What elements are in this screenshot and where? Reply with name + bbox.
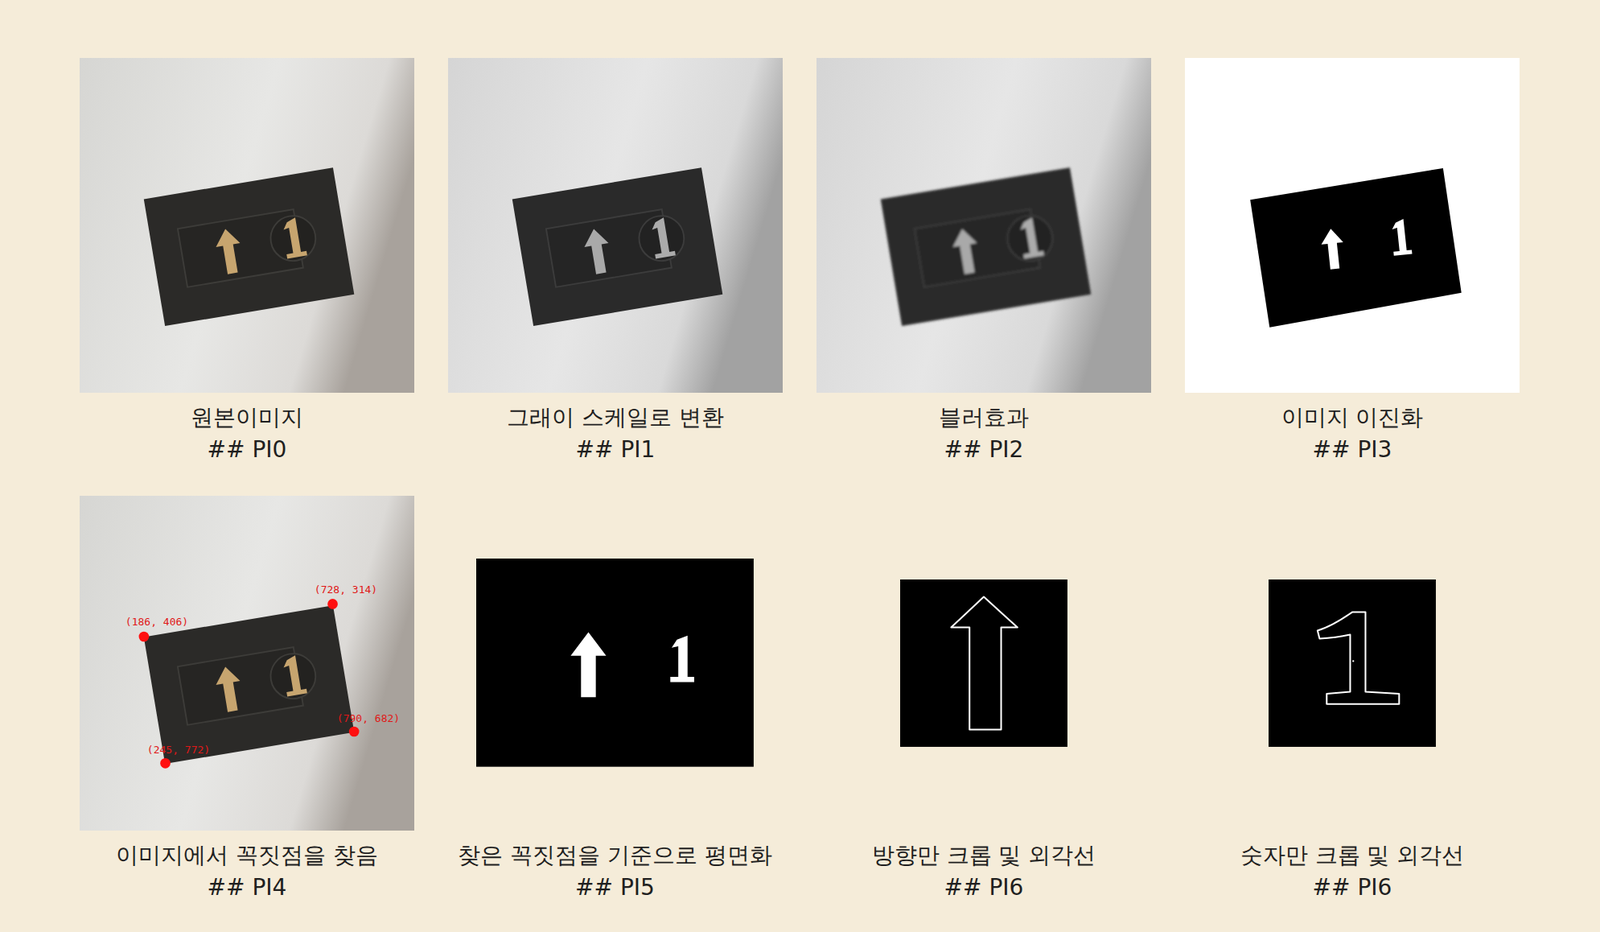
caption-code: ## PI6 bbox=[871, 871, 1097, 904]
photo-binary bbox=[1184, 57, 1520, 393]
image-panel: 블러효과## PI2 bbox=[816, 57, 1152, 393]
image-panel: 이미지 이진화## PI3 bbox=[1184, 57, 1520, 393]
caption-title: 숫자만 크롭 및 외각선 bbox=[1240, 839, 1465, 872]
caption-code: ## PI1 bbox=[506, 433, 724, 466]
image-panel: 원본이미지## PI0 bbox=[79, 57, 415, 393]
image-panel: 찾은 꼭짓점을 기준으로 평면화## PI5 bbox=[476, 558, 754, 767]
caption-code: ## PI3 bbox=[1281, 433, 1424, 466]
caption: 방향만 크롭 및 외각선## PI6 bbox=[871, 839, 1097, 904]
caption-title: 그래이 스케일로 변환 bbox=[506, 401, 724, 434]
caption-title: 이미지에서 꼭짓점을 찾음 bbox=[115, 839, 379, 872]
photo-blurred bbox=[816, 57, 1152, 393]
arrow-contour bbox=[900, 579, 1068, 747]
photo-grayscale bbox=[448, 57, 783, 393]
caption-code: ## PI5 bbox=[457, 871, 773, 904]
caption: 원본이미지## PI0 bbox=[190, 401, 304, 466]
photo-corners bbox=[79, 495, 415, 831]
image-panel: 그래이 스케일로 변환## PI1 bbox=[448, 57, 783, 393]
caption-code: ## PI4 bbox=[115, 871, 379, 904]
caption-title: 이미지 이진화 bbox=[1281, 401, 1424, 434]
caption-title: 블러효과 bbox=[938, 401, 1029, 434]
caption: 그래이 스케일로 변환## PI1 bbox=[506, 401, 724, 466]
caption-code: ## PI0 bbox=[190, 433, 304, 466]
caption: 숫자만 크롭 및 외각선## PI6 bbox=[1240, 839, 1465, 904]
caption-title: 원본이미지 bbox=[190, 401, 304, 434]
caption: 블러효과## PI2 bbox=[938, 401, 1029, 466]
photo-warped bbox=[476, 558, 754, 767]
caption-code: ## PI6 bbox=[1240, 871, 1465, 904]
caption-title: 방향만 크롭 및 외각선 bbox=[871, 839, 1097, 872]
caption: 이미지에서 꼭짓점을 찾음## PI4 bbox=[115, 839, 379, 904]
image-panel: 숫자만 크롭 및 외각선## PI6 bbox=[1268, 579, 1436, 747]
photo-original bbox=[79, 57, 415, 393]
coordinate-label: (186, 406) bbox=[125, 615, 189, 628]
caption: 찾은 꼭짓점을 기준으로 평면화## PI5 bbox=[457, 839, 773, 904]
caption-title: 찾은 꼭짓점을 기준으로 평면화 bbox=[457, 839, 773, 872]
number-contour bbox=[1268, 579, 1436, 747]
coordinate-label: (245, 772) bbox=[147, 743, 210, 756]
coordinate-label: (790, 682) bbox=[337, 711, 400, 724]
coordinate-label: (728, 314) bbox=[314, 583, 378, 596]
image-panel: 이미지에서 꼭짓점을 찾음## PI4 bbox=[79, 495, 415, 831]
caption: 이미지 이진화## PI3 bbox=[1281, 401, 1424, 466]
image-panel: 방향만 크롭 및 외각선## PI6 bbox=[900, 579, 1068, 747]
caption-code: ## PI2 bbox=[938, 433, 1029, 466]
